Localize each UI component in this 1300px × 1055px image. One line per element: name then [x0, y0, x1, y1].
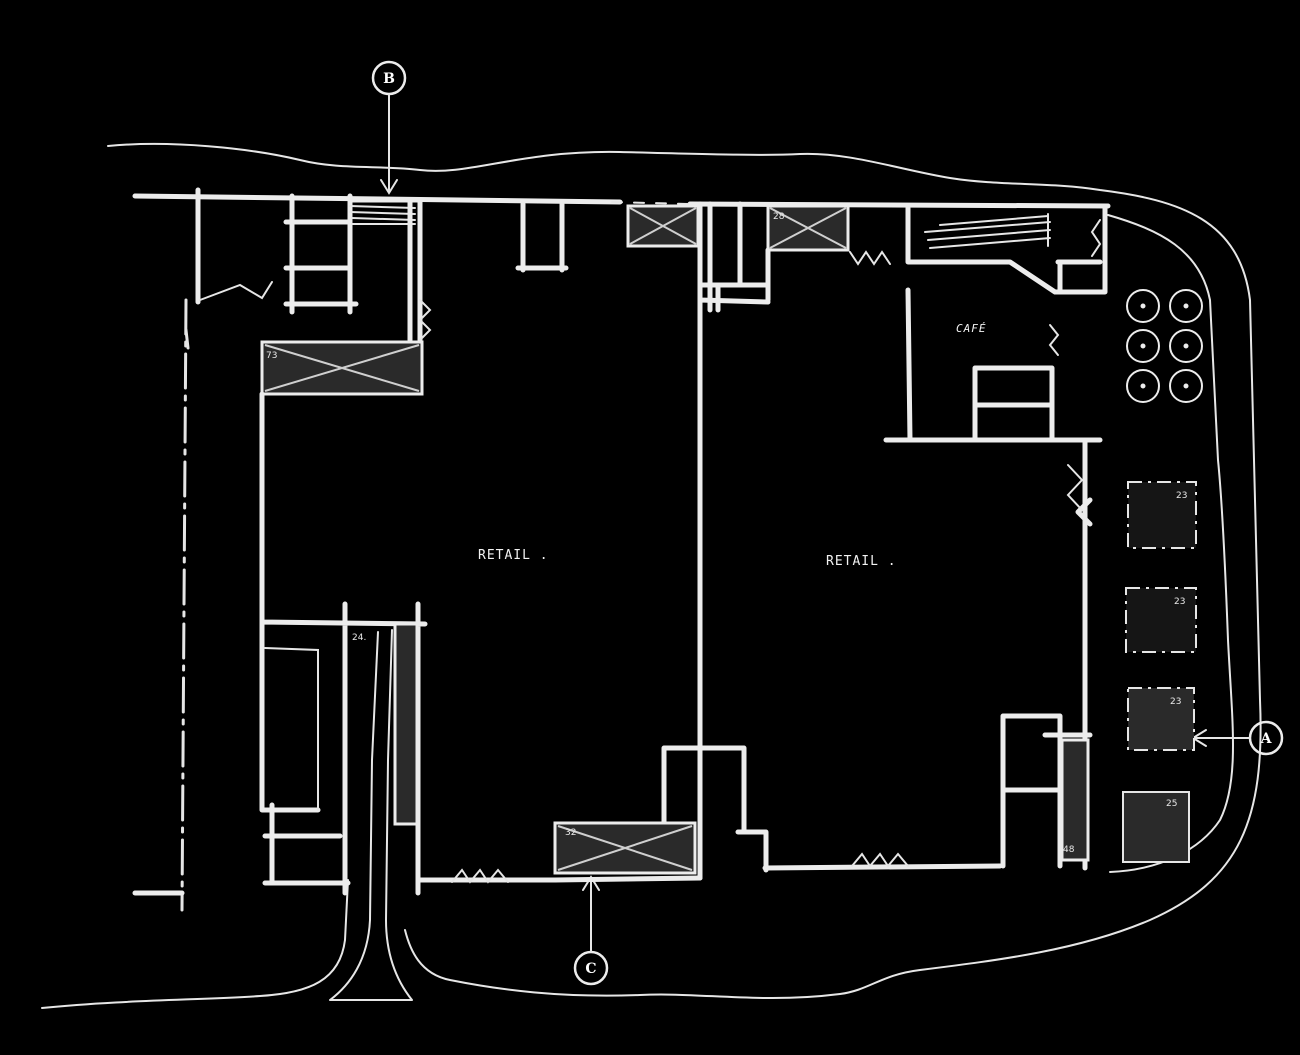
parking-bay-1: 23 — [1127, 481, 1197, 549]
dim-48: 48 — [1063, 845, 1075, 855]
dim-73: 73 — [266, 351, 277, 361]
left-boundary-lower — [184, 328, 190, 350]
lower-left-hatch — [393, 622, 419, 826]
marker-b-label: B — [383, 71, 395, 87]
dim-32: 32 — [565, 828, 576, 838]
left-retail-inner — [264, 647, 319, 811]
cafe-walls — [883, 205, 1108, 443]
cafe-stair-core — [972, 365, 1055, 443]
retail-right-label: RETAIL . — [826, 554, 897, 569]
left-boundary — [180, 298, 188, 912]
bay-4-label: 25 — [1166, 799, 1177, 809]
right-lower-hatch — [1060, 738, 1090, 862]
top-facade-wall — [132, 193, 1111, 209]
bottom-street-curb — [41, 879, 349, 1009]
section-marker-a: A — [1191, 720, 1284, 756]
cafe-stair-treads — [924, 213, 1051, 249]
vestibule-left — [626, 204, 700, 248]
central-party-wall — [697, 201, 771, 881]
section-marker-c: C — [573, 875, 609, 986]
bay-2-label: 23 — [1174, 597, 1185, 607]
access-lane — [329, 629, 413, 1001]
section-marker-b: B — [371, 60, 407, 195]
parking-bay-3: 23 — [1127, 687, 1195, 751]
top-middle-pier — [515, 201, 569, 273]
dim-28: 28 — [773, 212, 785, 222]
marker-c-label: C — [585, 961, 596, 977]
cafe-label: CAFÉ — [956, 322, 987, 335]
left-stair-lower — [262, 802, 351, 886]
parking-bay-2: 23 — [1125, 587, 1197, 653]
tree-cluster — [1126, 289, 1203, 403]
left-retail-wall — [259, 391, 428, 896]
retail-left-label: RETAIL . — [478, 548, 549, 563]
marker-a-label: A — [1260, 731, 1273, 747]
dim-24: 24. — [352, 633, 366, 643]
bay-3-label: 23 — [1170, 697, 1181, 707]
bay-1-label: 23 — [1176, 491, 1187, 501]
bottom-lobby-hatched: 32 — [553, 821, 697, 875]
inner-curb-right — [1107, 214, 1234, 873]
right-lower-stair — [1000, 713, 1093, 869]
bottom-center-stair — [661, 745, 769, 873]
top-street-curb — [107, 142, 1262, 1000]
lobby-hatched-73: 73 — [260, 340, 424, 396]
left-stair-core — [195, 187, 432, 343]
parking-bay-4: 25 — [1122, 791, 1190, 863]
vestibule-right: 28 — [766, 204, 850, 252]
